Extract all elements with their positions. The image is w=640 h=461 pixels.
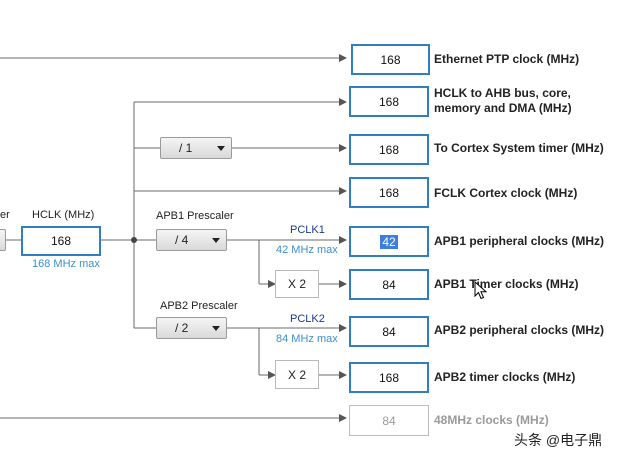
apb2-timer-clock-label: APB2 timer clocks (MHz) xyxy=(434,370,576,384)
fclk-cortex-clock-label: FCLK Cortex clock (MHz) xyxy=(434,186,578,200)
chevron-down-icon xyxy=(217,146,225,151)
apb2-timer-multiplier: X 2 xyxy=(275,360,319,389)
apb2-peripheral-clock-field[interactable]: 84 xyxy=(349,316,429,347)
watermark: 头条 @电子鼎 xyxy=(514,432,603,448)
48mhz-clock-field: 84 xyxy=(349,405,429,436)
cortex-system-timer-value: 168 xyxy=(378,142,400,157)
mouse-cursor-icon xyxy=(474,281,488,300)
apb1-timer-multiplier: X 2 xyxy=(275,270,319,298)
chevron-down-icon xyxy=(212,326,220,331)
apb2-peripheral-clock-value: 84 xyxy=(382,324,396,339)
hclk-max: 168 MHz max xyxy=(32,258,100,270)
cortex-system-timer-label: To Cortex System timer (MHz) xyxy=(434,141,604,155)
apb2-prescaler-title: APB2 Prescaler xyxy=(160,300,238,312)
partial-prescaler-dropdown[interactable] xyxy=(0,229,6,251)
apb1-peripheral-clock-field[interactable]: 42 xyxy=(349,226,429,257)
apb2-timer-clock-field[interactable]: 168 xyxy=(349,362,429,393)
apb1-max: 42 MHz max xyxy=(276,244,338,256)
hclk-title: HCLK (MHz) xyxy=(32,209,95,221)
cortex-prescaler-value: / 1 xyxy=(179,141,193,155)
apb1-timer-clock-value: 84 xyxy=(382,277,396,292)
fclk-cortex-clock-value: 168 xyxy=(378,185,400,200)
partial-prescaler-label: er xyxy=(0,209,10,221)
apb1-multiplier-value: X 2 xyxy=(287,277,306,291)
apb2-timer-clock-value: 168 xyxy=(378,370,400,385)
ethernet-ptp-clock-field[interactable]: 168 xyxy=(351,44,430,75)
apb1-peripheral-clock-value: 42 xyxy=(380,234,398,249)
apb1-timer-clock-label: APB1 Timer clocks (MHz) xyxy=(434,277,579,291)
apb1-timer-clock-field[interactable]: 84 xyxy=(349,269,429,300)
apb1-prescaler-dropdown[interactable]: / 4 xyxy=(156,229,227,251)
apb1-peripheral-clock-label: APB1 peripheral clocks (MHz) xyxy=(434,234,605,248)
fclk-cortex-clock-field[interactable]: 168 xyxy=(349,177,429,208)
hclk-ahb-clock-label-line2: memory and DMA (MHz) xyxy=(434,101,572,115)
apb2-peripheral-clock-label: APB2 peripheral clocks (MHz) xyxy=(434,323,605,337)
hclk-value: 168 xyxy=(50,234,72,248)
cortex-prescaler-dropdown[interactable]: / 1 xyxy=(160,137,232,159)
apb1-prescaler-title: APB1 Prescaler xyxy=(156,210,234,222)
hclk-ahb-clock-value: 168 xyxy=(378,94,400,109)
pclk2-label: PCLK2 xyxy=(290,313,325,325)
hclk-ahb-clock-label: HCLK to AHB bus, core, memory and DMA (M… xyxy=(434,86,572,116)
apb2-prescaler-dropdown[interactable]: / 2 xyxy=(156,317,227,339)
ethernet-ptp-clock-value: 168 xyxy=(380,52,401,67)
apb2-prescaler-value: / 2 xyxy=(175,321,189,335)
pclk1-label: PCLK1 xyxy=(290,224,325,236)
hclk-ahb-clock-label-line1: HCLK to AHB bus, core, xyxy=(434,86,571,100)
hclk-input[interactable]: 168 xyxy=(21,226,101,256)
cortex-system-timer-field[interactable]: 168 xyxy=(349,134,429,165)
48mhz-clock-value: 84 xyxy=(382,413,396,428)
ethernet-ptp-clock-label: Ethernet PTP clock (MHz) xyxy=(434,52,580,66)
apb1-prescaler-value: / 4 xyxy=(175,233,189,247)
hclk-ahb-clock-field[interactable]: 168 xyxy=(349,86,429,117)
apb2-multiplier-value: X 2 xyxy=(287,367,306,382)
apb2-max: 84 MHz max xyxy=(276,333,338,345)
chevron-down-icon xyxy=(212,238,220,243)
48mhz-clock-label: 48MHz clocks (MHz) xyxy=(434,413,549,427)
